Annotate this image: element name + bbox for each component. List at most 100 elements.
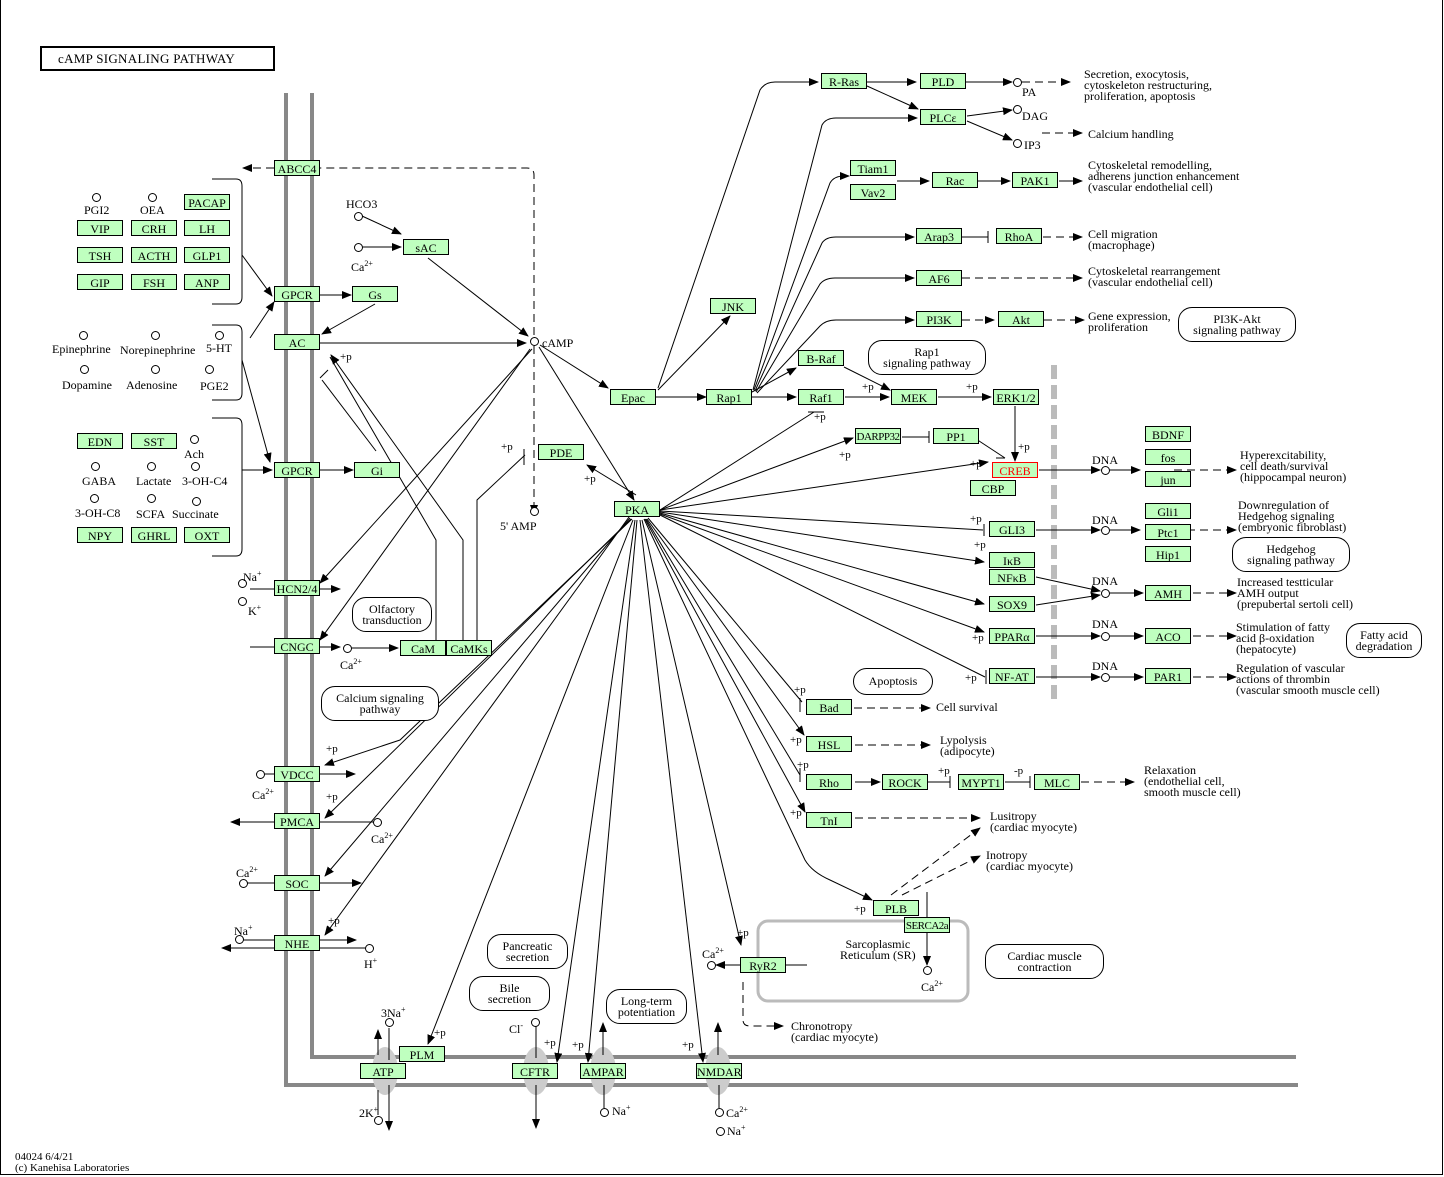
gene-atp[interactable]: ATP <box>360 1063 406 1079</box>
gene-jun[interactable]: jun <box>1145 471 1191 487</box>
gene-glp1[interactable]: GLP1 <box>184 247 230 263</box>
compound-h-nhe[interactable] <box>365 944 374 953</box>
compound-ca-nmdar[interactable] <box>715 1108 724 1117</box>
gene-plce[interactable]: PLCε <box>920 109 966 125</box>
gene-nmdar[interactable]: NMDAR <box>696 1063 742 1079</box>
compound-ca-ryr2[interactable] <box>707 961 716 970</box>
map-cardiac-muscle-contraction[interactable]: Cardiac muscle contraction <box>985 944 1104 979</box>
gene-rho[interactable]: Rho <box>806 774 852 790</box>
map-rap1[interactable]: Rap1 signaling pathway <box>868 340 986 375</box>
compound-ca-soc[interactable] <box>239 879 248 888</box>
gene-rap1[interactable]: Rap1 <box>706 389 752 405</box>
gene-r-ras[interactable]: R-Ras <box>821 73 867 89</box>
compound-pa[interactable] <box>1013 78 1022 87</box>
compound-dag[interactable] <box>1013 105 1022 114</box>
gene-ghrl[interactable]: GHRL <box>131 527 177 543</box>
gene-hip1[interactable]: Hip1 <box>1145 546 1191 562</box>
compound-ca-sac[interactable] <box>354 243 363 252</box>
gene-edn[interactable]: EDN <box>77 433 123 449</box>
gene-camks[interactable]: CaMKs <box>446 640 492 656</box>
gene-pde[interactable]: PDE <box>538 444 584 460</box>
gene-gli3[interactable]: GLI3 <box>989 521 1035 537</box>
compound-5-amp[interactable] <box>530 507 539 516</box>
gene-bad[interactable]: Bad <box>806 699 852 715</box>
map-long-term-potentiation[interactable]: Long-term potentiation <box>606 989 687 1024</box>
map-olfactory-transduction[interactable]: Olfactory transduction <box>352 597 432 632</box>
gene-af6[interactable]: AF6 <box>916 270 962 286</box>
gene-serca2a[interactable]: SERCA2a <box>904 917 950 933</box>
compound-na-ampar[interactable] <box>600 1108 609 1117</box>
gene-aco[interactable]: ACO <box>1145 628 1191 644</box>
compound-hco3[interactable] <box>354 212 363 221</box>
gene-plb[interactable]: PLB <box>873 900 919 916</box>
gene-bdnf[interactable]: BDNF <box>1145 426 1191 442</box>
gene-fos[interactable]: fos <box>1145 449 1191 465</box>
gene-mlc[interactable]: MLC <box>1034 774 1080 790</box>
gene-ppara[interactable]: PPARα <box>989 628 1035 644</box>
compound-camp[interactable] <box>530 337 539 346</box>
gene-fsh[interactable]: FSH <box>131 274 177 290</box>
compound-lactate[interactable] <box>147 462 156 471</box>
gene-sac[interactable]: sAC <box>403 239 449 255</box>
compound-na-nmdar[interactable] <box>716 1127 725 1136</box>
gene-cftr[interactable]: CFTR <box>512 1063 558 1079</box>
gene-acth[interactable]: ACTH <box>131 247 177 263</box>
gene-tsh[interactable]: TSH <box>77 247 123 263</box>
compound-dna-nfkb[interactable] <box>1101 589 1110 598</box>
compound-pge2[interactable] <box>205 365 214 374</box>
compound-dna-nfat[interactable] <box>1101 673 1110 682</box>
gene-pp1[interactable]: PP1 <box>933 428 979 444</box>
gene-anp[interactable]: ANP <box>184 274 230 290</box>
gene-mypt1[interactable]: MYPT1 <box>958 774 1004 790</box>
gene-vav2[interactable]: Vav2 <box>850 184 896 200</box>
gene-rock[interactable]: ROCK <box>882 774 928 790</box>
gene-gi[interactable]: Gi <box>354 462 400 478</box>
gene-ryr2[interactable]: RyR2 <box>740 957 786 973</box>
gene-cam[interactable]: CaM <box>400 640 446 656</box>
gene-cbp[interactable]: CBP <box>970 480 1016 496</box>
compound-na-nhe[interactable] <box>235 935 244 944</box>
gene-soc[interactable]: SOC <box>274 875 320 891</box>
gene-nfkb[interactable]: NFκB <box>989 569 1035 585</box>
gene-pacap[interactable]: PACAP <box>184 194 230 210</box>
map-calcium-signaling[interactable]: Calcium signaling pathway <box>321 686 439 721</box>
gene-nhe[interactable]: NHE <box>274 935 320 951</box>
gene-gli1[interactable]: Gli1 <box>1145 503 1191 519</box>
gene-hcn[interactable]: HCN2/4 <box>274 580 320 596</box>
gene-tni[interactable]: TnI <box>806 812 852 828</box>
gene-creb[interactable]: CREB <box>992 462 1038 478</box>
gene-pka[interactable]: PKA <box>614 501 660 517</box>
gene-vdcc[interactable]: VDCC <box>274 766 320 782</box>
compound-scfa[interactable] <box>147 494 156 503</box>
compound-succinate[interactable] <box>192 497 201 506</box>
compound-norepinephrine[interactable] <box>151 331 160 340</box>
gene-oxt[interactable]: OXT <box>184 527 230 543</box>
gene-nf-at[interactable]: NF-AT <box>989 668 1035 684</box>
map-pi3k-akt[interactable]: PI3K-Akt signaling pathway <box>1178 307 1296 342</box>
gene-pi3k[interactable]: PI3K <box>916 311 962 327</box>
gene-pld[interactable]: PLD <box>920 73 966 89</box>
compound-3na[interactable] <box>385 1018 394 1027</box>
gene-ptc1[interactable]: Ptc1 <box>1145 524 1191 540</box>
gene-vip[interactable]: VIP <box>77 220 123 236</box>
compound-epinephrine[interactable] <box>79 331 88 340</box>
gene-pmca[interactable]: PMCA <box>274 813 320 829</box>
compound-pgi2[interactable] <box>92 193 101 202</box>
gene-rac[interactable]: Rac <box>932 172 978 188</box>
gene-ikb[interactable]: IκB <box>989 552 1035 568</box>
compound-ip3[interactable] <box>1013 139 1022 148</box>
map-bile-secretion[interactable]: Bile secretion <box>469 976 550 1011</box>
gene-erk[interactable]: ERK1/2 <box>993 389 1039 405</box>
gene-darpp32[interactable]: DARPP32 <box>855 428 901 444</box>
compound-ach[interactable] <box>190 435 199 444</box>
compound-dopamine[interactable] <box>80 365 89 374</box>
gene-lh[interactable]: LH <box>184 220 230 236</box>
gene-plm[interactable]: PLM <box>399 1046 445 1062</box>
compound-ca-pmca[interactable] <box>373 818 382 827</box>
compound-5ht[interactable] <box>215 331 224 340</box>
compound-cl[interactable] <box>531 1018 540 1027</box>
compound-2k[interactable] <box>374 1116 383 1125</box>
map-pancreatic-secretion[interactable]: Pancreatic secretion <box>487 934 568 969</box>
gene-akt[interactable]: Akt <box>998 311 1044 327</box>
compound-gaba[interactable] <box>91 462 100 471</box>
